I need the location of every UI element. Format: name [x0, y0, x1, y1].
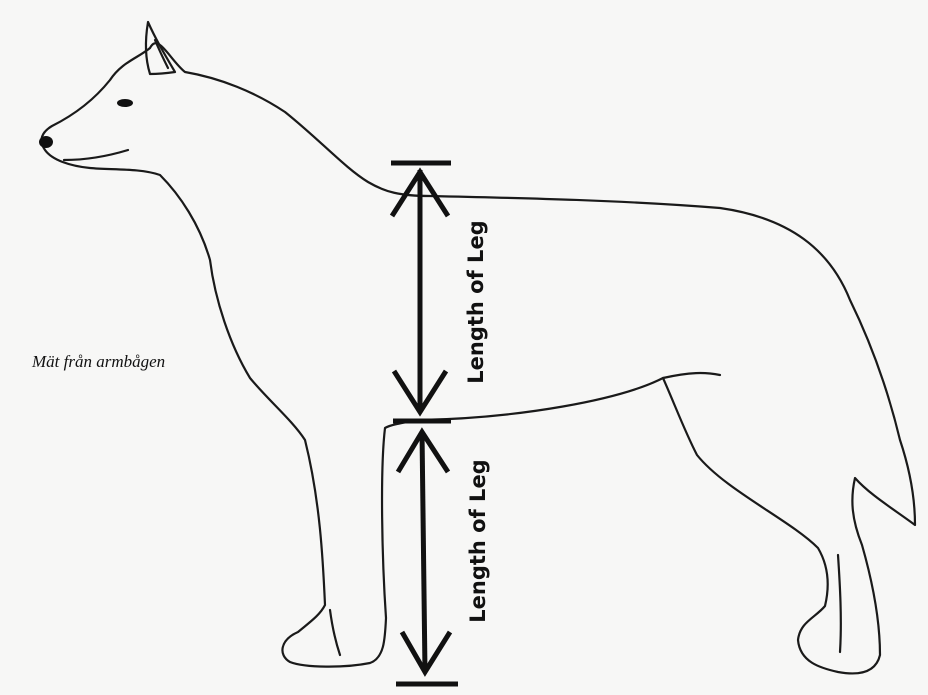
nose [39, 136, 53, 148]
mouth-line [64, 150, 128, 160]
lower-measure-line [422, 432, 425, 672]
inner-ear [155, 40, 168, 68]
front-leg-inner [330, 610, 340, 655]
upper-leg-length-label: Length of Leg [464, 220, 488, 383]
lower-leg-length-label: Length of Leg [466, 459, 490, 622]
rear-leg-inner [838, 555, 841, 652]
eye [117, 99, 133, 107]
measure-from-elbow-caption: Mät från armbågen [32, 352, 165, 372]
hind-leg-contour [663, 373, 720, 378]
